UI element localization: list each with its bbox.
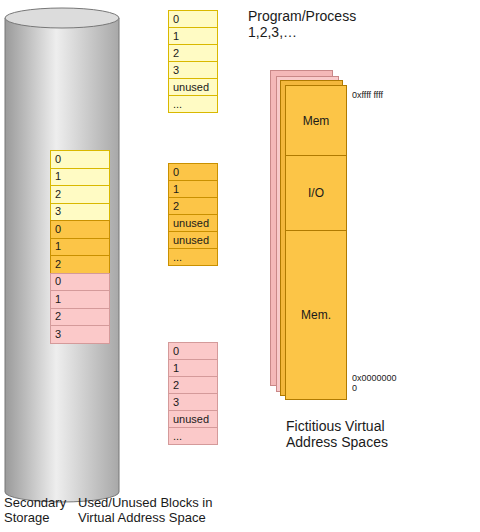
block-label: 2 [173,380,179,391]
storage-caption: Secondary Storage [4,496,79,526]
block-label: ... [173,431,182,442]
memory-block: 0 [168,10,218,28]
block-label: 1 [173,363,179,374]
memory-block: 0 [168,342,218,360]
address-region: Mem [285,85,347,156]
block-label: 1 [55,241,61,252]
block-label: 2 [55,259,61,270]
block-label: 3 [173,65,179,76]
block-label: 2 [173,48,179,59]
block-label: 0 [173,346,179,357]
space-caption: Fictitious Virtual Address Spaces [286,418,421,450]
memory-block: 2 [168,44,218,62]
block-label: unused [173,82,209,93]
block-label: 1 [173,31,179,42]
memory-block: 1 [50,168,110,187]
block-label: 0 [55,276,61,287]
memory-block: 3 [50,325,110,344]
memory-block: unused [168,410,218,428]
memory-block: 3 [50,203,110,222]
memory-block: 1 [50,238,110,257]
memory-block: 2 [168,376,218,394]
blocks-caption: Used/Unused Blocks in Virtual Address Sp… [78,496,236,526]
memory-block: ... [168,248,218,266]
memory-block: 3 [168,393,218,411]
block-label: 0 [173,167,179,178]
memory-block: 0 [50,273,110,292]
block-label: 0 [173,14,179,25]
memory-block: 2 [50,185,110,204]
block-label: 1 [173,184,179,195]
region-label: Mem [303,114,330,128]
memory-block: unused [168,231,218,249]
address-region: I/O [285,155,347,231]
block-label: 3 [55,329,61,340]
block-label: 3 [173,397,179,408]
memory-block: ... [168,427,218,445]
memory-block: 2 [50,308,110,327]
block-label: unused [173,414,209,425]
memory-block: 2 [50,255,110,274]
memory-block: 1 [168,27,218,45]
memory-block: 2 [168,197,218,215]
memory-block: 3 [168,61,218,79]
address-bottom: 0x0000000 0 [352,373,402,394]
memory-block: 1 [168,180,218,198]
memory-block: 1 [168,359,218,377]
block-label: 2 [55,311,61,322]
block-label: ... [173,99,182,110]
address-region: Mem. [285,230,347,400]
block-label: 2 [55,189,61,200]
process-caption: Program/Process 1,2,3,… [248,8,378,40]
memory-block: 0 [168,163,218,181]
memory-block: ... [168,95,218,113]
block-label: unused [173,218,209,229]
address-top: 0xffff ffff [352,90,462,100]
memory-block: 0 [50,150,110,169]
storage-cylinder [5,18,119,502]
block-label: ... [173,252,182,263]
block-label: 3 [55,206,61,217]
cylinder-top [5,8,119,28]
region-label: Mem. [301,308,331,322]
block-label: unused [173,235,209,246]
block-label: 1 [55,171,61,182]
memory-block: unused [168,78,218,96]
block-label: 0 [55,154,61,165]
memory-block: 0 [50,220,110,239]
memory-block: 1 [50,290,110,309]
block-label: 1 [55,294,61,305]
memory-block: unused [168,214,218,232]
block-label: 2 [173,201,179,212]
region-label: I/O [308,186,324,200]
block-label: 0 [55,224,61,235]
